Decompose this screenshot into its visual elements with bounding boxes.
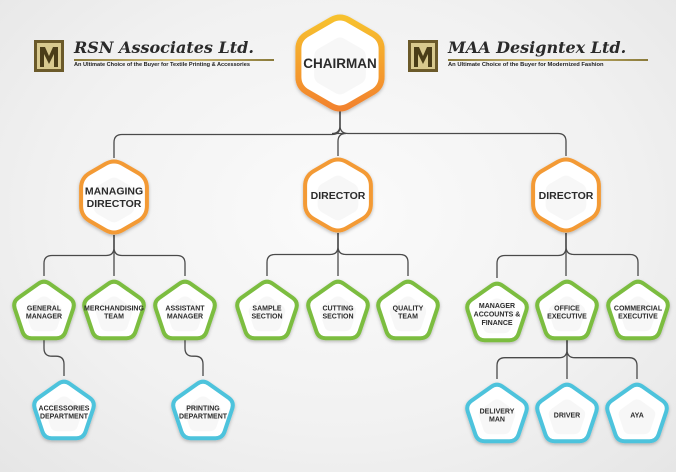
node-label-cutting-section-0: CUTTING <box>322 305 354 312</box>
node-director-3: DIRECTOR <box>531 157 601 233</box>
node-label-aya-0: AYA <box>630 413 644 420</box>
node-sheen-aya <box>618 399 656 435</box>
edge-office_executive-to-aya <box>566 336 638 379</box>
node-director-2: DIRECTOR <box>303 157 373 233</box>
node-label-quality-team-1: TEAM <box>398 314 418 321</box>
logo-maa: MAA Designtex Ltd. An Ultimate Choice of… <box>408 38 648 74</box>
node-label-delivery-man-1: MAN <box>489 417 505 424</box>
node-label-director-2-0: DIRECTOR <box>311 190 366 202</box>
node-label-manager-accounts-finance-0: MANAGER <box>479 303 515 310</box>
node-label-director-3-0: DIRECTOR <box>539 190 594 202</box>
node-label-general-manager-1: MANAGER <box>26 314 62 321</box>
node-aya: AYA <box>605 382 669 444</box>
node-label-accessories-department-0: ACCESSORIES <box>39 405 90 412</box>
node-label-director-1-0: MANAGING <box>85 186 143 198</box>
node-accessories-department: ACCESSORIES DEPARTMENT <box>32 379 96 441</box>
node-label-office-executive-0: OFFICE <box>554 305 580 312</box>
edge-chairman-to-director_2 <box>331 111 347 156</box>
node-manager-accounts-finance: MANAGER ACCOUNTS &FINANCE <box>465 281 529 343</box>
logo-rsn-name: RSN Associates Ltd. <box>74 38 254 57</box>
node-label-general-manager-0: GENERAL <box>27 305 62 312</box>
edge-director_3-to-commercial_executive <box>565 233 639 276</box>
edge-director_3-to-manager_accounts_finance <box>496 233 567 278</box>
node-sheen-chairman <box>314 37 366 95</box>
connector-lines <box>43 111 639 379</box>
node-quality-team: QUALITY TEAM <box>376 279 440 341</box>
node-sheen-quality-team <box>389 296 427 332</box>
node-label-merchandising-team-0: MERCHANDISING <box>84 305 144 312</box>
logo-rsn-tagline: An Ultimate Choice of the Buyer for Text… <box>74 62 250 68</box>
logo-rsn: RSN Associates Ltd. An Ultimate Choice o… <box>34 38 274 74</box>
edge-director_1-to-assistant_manager <box>113 235 186 276</box>
node-label-printing-department-0: PRINTING <box>186 405 220 412</box>
node-sheen-director-2 <box>317 175 359 221</box>
node-sheen-commercial-executive <box>619 296 657 332</box>
node-label-quality-team-0: QUALITY <box>393 305 424 312</box>
rsn-logo-mark-icon <box>34 40 64 72</box>
node-sheen-director-1 <box>93 177 135 223</box>
node-merchandising-team: MERCHANDISING TEAM <box>82 279 146 341</box>
node-office-executive: OFFICE EXECUTIVE <box>535 279 599 341</box>
node-label-accessories-department-1: DEPARTMENT <box>40 414 89 421</box>
logo-maa-tagline: An Ultimate Choice of the Buyer for Mode… <box>448 62 604 68</box>
node-sheen-merchandising-team <box>95 296 133 332</box>
node-label-commercial-executive-1: EXECUTIVE <box>618 314 658 321</box>
edge-chairman-to-director_1 <box>113 111 341 158</box>
node-printing-department: PRINTING DEPARTMENT <box>171 379 235 441</box>
logo-rsn-rule <box>74 59 274 61</box>
node-label-driver-0: DRIVER <box>554 413 580 420</box>
edge-chairman-to-director_3 <box>339 111 567 156</box>
node-delivery-man: DELIVERY MAN <box>465 382 529 444</box>
node-label-sample-section-1: SECTION <box>251 314 282 321</box>
node-commercial-executive: COMMERCIAL EXECUTIVE <box>606 279 670 341</box>
node-cutting-section: CUTTING SECTION <box>306 279 370 341</box>
node-sheen-driver <box>548 399 586 435</box>
node-label-assistant-manager-1: MANAGER <box>167 314 203 321</box>
node-sheen-manager-accounts-finance <box>478 298 516 334</box>
edge-office_executive-to-delivery_man <box>496 336 568 379</box>
node-label-chairman-0: CHAIRMAN <box>303 56 377 71</box>
node-sheen-director-3 <box>545 175 587 221</box>
node-sheen-office-executive <box>548 296 586 332</box>
edge-assistant_manager-to-printing_department <box>184 336 204 376</box>
logo-maa-rule <box>448 59 648 61</box>
node-label-merchandising-team-1: TEAM <box>104 314 124 321</box>
node-sheen-general-manager <box>25 296 63 332</box>
node-label-manager-accounts-finance-2: FINANCE <box>481 320 512 327</box>
node-sheen-delivery-man <box>478 399 516 435</box>
edge-director_2-to-quality_team <box>337 233 409 276</box>
node-driver: DRIVER <box>535 382 599 444</box>
node-label-office-executive-1: EXECUTIVE <box>547 314 587 321</box>
node-label-delivery-man-0: DELIVERY <box>480 408 515 415</box>
node-label-director-1-1: DIRECTOR <box>87 198 142 210</box>
node-assistant-manager: ASSISTANT MANAGER <box>153 279 217 341</box>
node-general-manager: GENERAL MANAGER <box>12 279 76 341</box>
node-chairman: CHAIRMAN <box>295 14 385 112</box>
edge-director_1-to-general_manager <box>43 235 115 276</box>
node-sheen-accessories-department <box>45 396 83 432</box>
node-sheen-assistant-manager <box>166 296 204 332</box>
node-sheen-sample-section <box>248 296 286 332</box>
logo-maa-name: MAA Designtex Ltd. <box>448 38 627 57</box>
node-label-manager-accounts-finance-1: ACCOUNTS & <box>474 312 521 319</box>
edge-general_manager-to-accessories_department <box>43 336 65 376</box>
node-label-cutting-section-1: SECTION <box>322 314 353 321</box>
node-sheen-cutting-section <box>319 296 357 332</box>
maa-logo-mark-icon <box>408 40 438 72</box>
node-label-commercial-executive-0: COMMERCIAL <box>614 305 663 312</box>
node-label-sample-section-0: SAMPLE <box>252 305 282 312</box>
edge-director_2-to-sample_section <box>266 233 339 276</box>
node-label-printing-department-1: DEPARTMENT <box>179 414 228 421</box>
node-sample-section: SAMPLE SECTION <box>235 279 299 341</box>
node-label-assistant-manager-0: ASSISTANT <box>165 305 205 312</box>
node-sheen-printing-department <box>184 396 222 432</box>
